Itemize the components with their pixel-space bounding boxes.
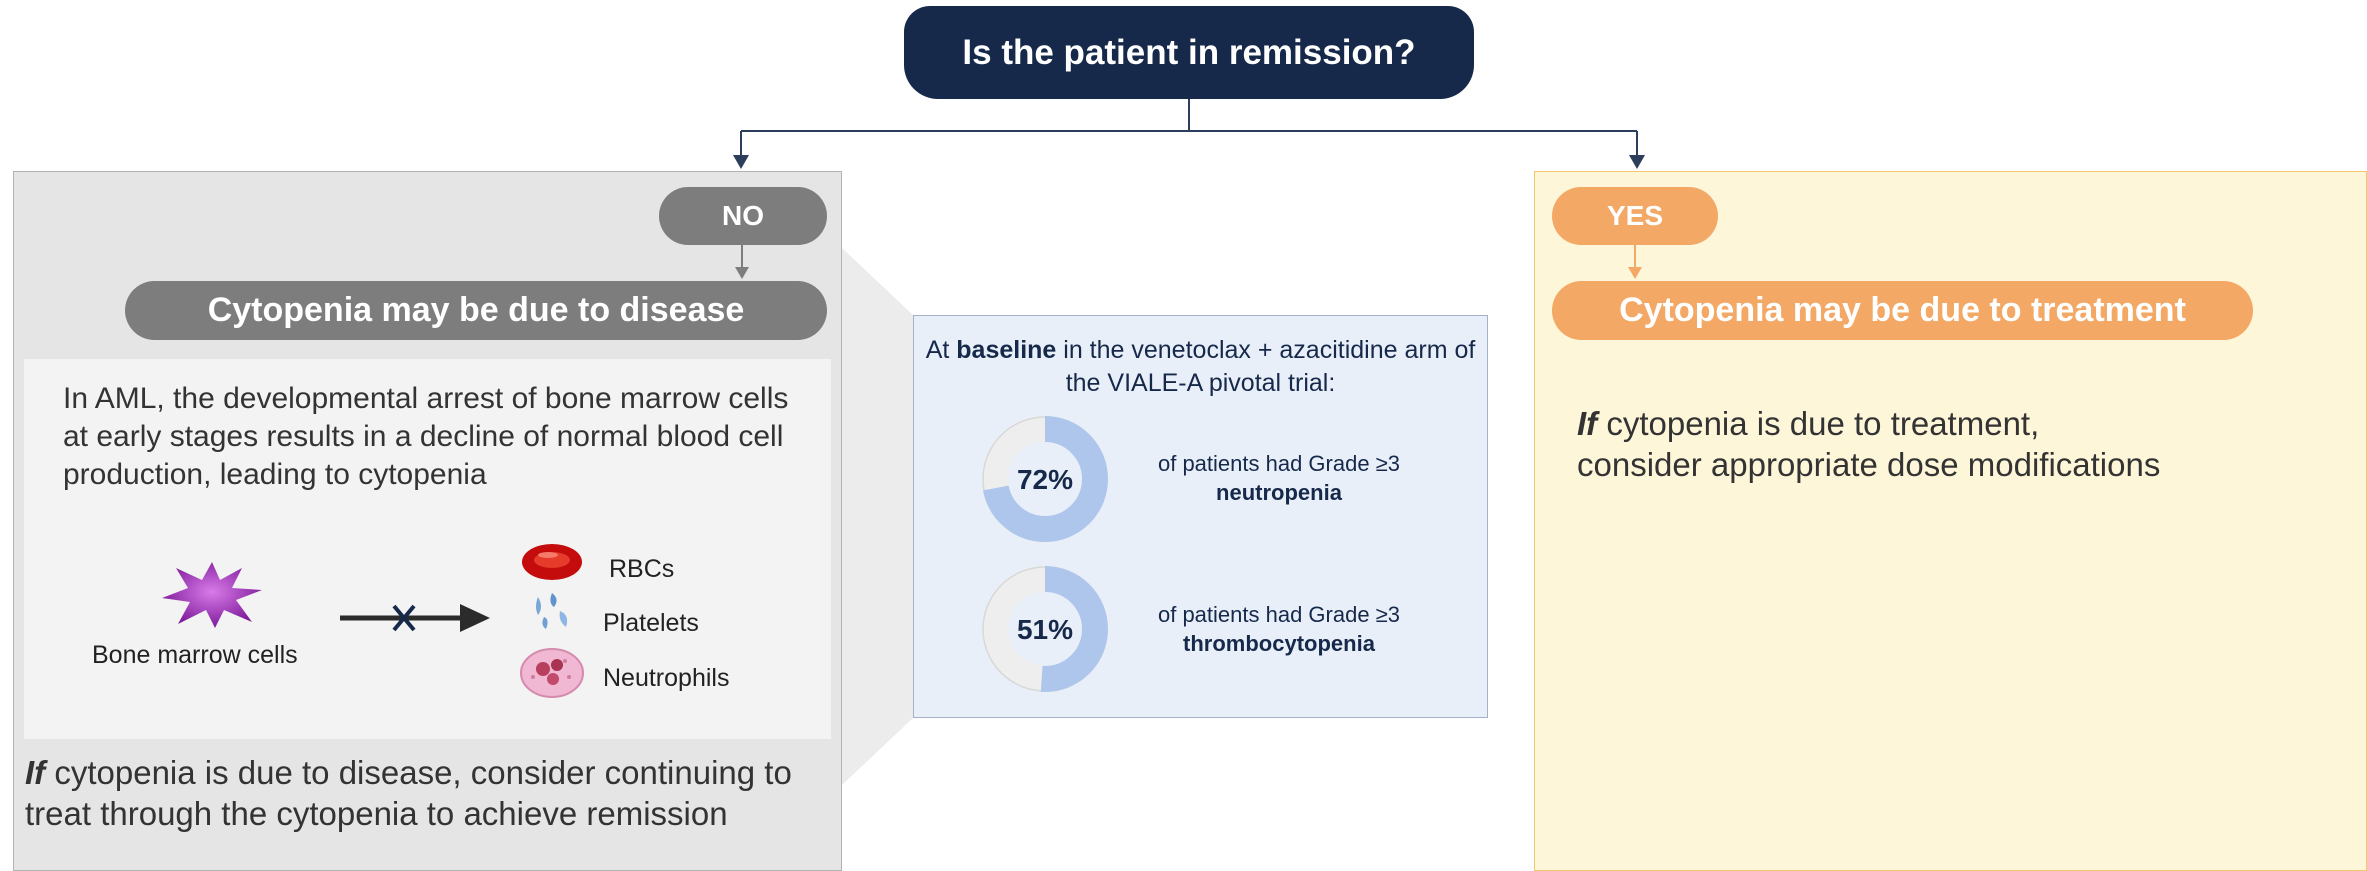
callout-title: At baseline in the venetoclax + azacitid… — [925, 336, 1476, 397]
platelets-icon — [536, 593, 568, 629]
neutropenia-percent: 72% — [1017, 464, 1073, 495]
cell-label-neutrophils: Neutrophils — [603, 664, 730, 692]
neutropenia-donut: 72% — [982, 416, 1108, 542]
remission-question: Is the patient in remission? — [904, 6, 1474, 99]
thrombocytopenia-donut-arc — [982, 566, 1108, 692]
disease-description: In AML, the developmental arrest of bone… — [63, 382, 789, 491]
treatment-recommendation: If cytopenia is due to treatment, consid… — [1577, 405, 2161, 483]
treatment-heading: Cytopenia may be due to treatment — [1552, 281, 2253, 340]
no-arrow-icon — [735, 245, 749, 279]
neutrophil-icon — [520, 648, 584, 698]
yes-branch-panel — [1534, 171, 2367, 871]
blocked-arrow-icon — [340, 604, 490, 632]
bone-marrow-label: Bone marrow cells — [92, 641, 298, 669]
bone-marrow-cell-icon — [162, 562, 262, 628]
cell-label-platelets: Platelets — [603, 609, 699, 637]
disease-recommendation: If cytopenia is due to disease, consider… — [25, 754, 792, 832]
yes-pill: YES — [1552, 187, 1718, 245]
yes-arrow-icon — [1628, 245, 1642, 279]
thrombocytopenia-donut: 51% — [982, 566, 1108, 692]
disease-heading: Cytopenia may be due to disease — [125, 281, 827, 340]
no-pill: NO — [659, 187, 827, 245]
thrombocytopenia-percent: 51% — [1017, 614, 1073, 645]
cell-label-rbcs: RBCs — [609, 555, 675, 583]
rbc-icon — [522, 544, 582, 580]
neutropenia-donut-arc — [982, 416, 1108, 542]
disease-explanation-box — [24, 359, 831, 739]
